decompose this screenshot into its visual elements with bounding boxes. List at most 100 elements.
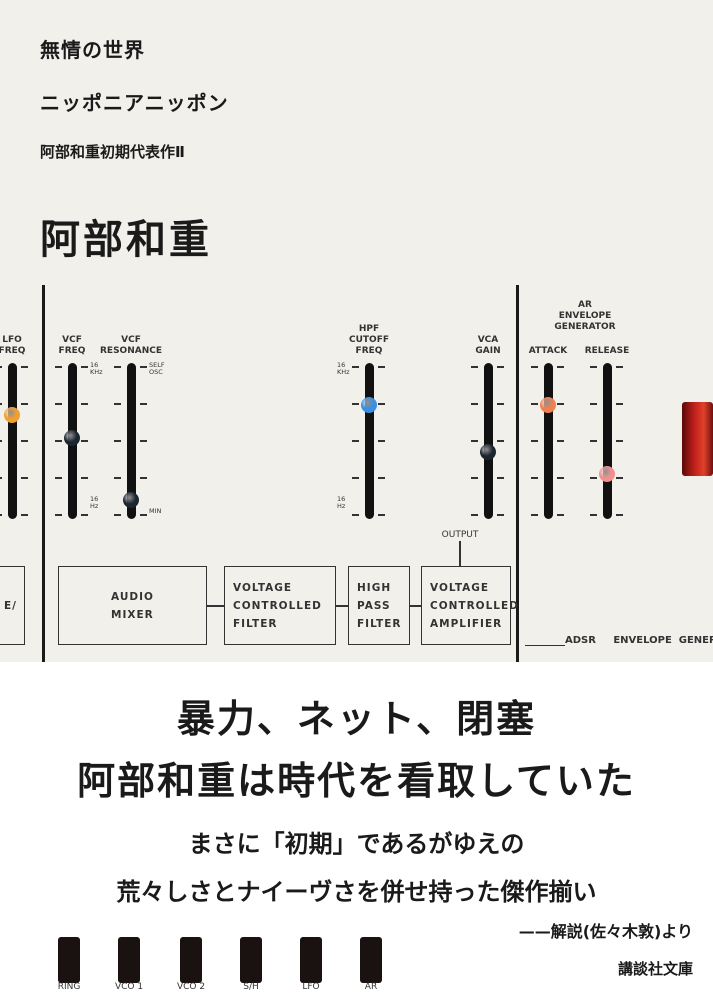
top-mark: 16 KHz — [337, 361, 350, 376]
slider-label: VCA GAIN — [475, 335, 501, 356]
tick-mark — [81, 477, 88, 479]
tick-mark — [557, 477, 564, 479]
toggle-switch[interactable] — [118, 937, 140, 983]
switch-label: VCO 1 — [114, 982, 144, 992]
tick-mark — [497, 366, 504, 368]
slider-label: HPF CUTOFF FREQ — [349, 324, 389, 356]
tick-mark — [497, 477, 504, 479]
tick-mark — [531, 366, 538, 368]
tick-mark — [0, 477, 2, 479]
tick-mark — [616, 514, 623, 516]
bottom-mark: 16 Hz — [337, 495, 346, 510]
tick-mark — [114, 440, 121, 442]
tick-mark — [21, 440, 28, 442]
tick-mark — [81, 514, 88, 516]
tick-mark — [531, 477, 538, 479]
tick-mark — [378, 366, 385, 368]
tick-mark — [0, 366, 2, 368]
block-box: E/ — [0, 566, 25, 645]
slider-knob[interactable] — [4, 407, 20, 424]
output-label: OUTPUT — [441, 530, 479, 540]
tick-mark — [497, 440, 504, 442]
tick-mark — [0, 514, 2, 516]
tick-mark — [616, 477, 623, 479]
bottom-mark: MIN — [149, 507, 162, 515]
tick-mark — [471, 514, 478, 516]
tick-mark — [140, 403, 147, 405]
top-mark: SELF OSC — [149, 361, 165, 376]
tick-mark — [0, 440, 2, 442]
toggle-switch[interactable] — [360, 937, 382, 983]
headline-1: 暴力、ネット、閉塞 — [176, 697, 537, 741]
tick-mark — [352, 477, 359, 479]
tick-mark — [531, 514, 538, 516]
tick-mark — [471, 440, 478, 442]
slider-knob[interactable] — [123, 492, 139, 509]
tick-mark — [21, 366, 28, 368]
tick-mark — [590, 440, 597, 442]
block-box: VOLTAGE CONTROLLED FILTER — [224, 566, 336, 645]
switch-label: LFO — [302, 982, 320, 992]
tick-mark — [114, 514, 121, 516]
signal-arrow — [207, 605, 224, 607]
tick-mark — [114, 403, 121, 405]
publisher: 講談社文庫 — [617, 960, 693, 978]
tick-mark — [471, 477, 478, 479]
tick-mark — [531, 403, 538, 405]
tick-mark — [497, 514, 504, 516]
tick-mark — [497, 403, 504, 405]
switch-label: RING — [57, 982, 81, 992]
slider-track — [365, 363, 374, 519]
blurb-1: まさに「初期」であるがゆえの — [188, 830, 525, 858]
toggle-switch[interactable] — [300, 937, 322, 983]
toggle-switch[interactable] — [58, 937, 80, 983]
tick-mark — [21, 514, 28, 516]
tick-mark — [616, 366, 623, 368]
slider-knob[interactable] — [480, 443, 496, 460]
tick-mark — [590, 514, 597, 516]
tick-mark — [0, 403, 2, 405]
tick-mark — [471, 366, 478, 368]
tick-mark — [352, 514, 359, 516]
slider-track — [484, 363, 493, 519]
headline-2: 阿部和重は時代を看取していた — [77, 759, 636, 803]
tick-mark — [140, 514, 147, 516]
series-title-1: 無情の世界 — [40, 38, 145, 62]
slider-label: LFO FREQ — [0, 335, 26, 356]
block-box: HIGH PASS FILTER — [348, 566, 410, 645]
slider-knob[interactable] — [64, 429, 80, 446]
slider-label: ATTACK — [528, 346, 568, 356]
tick-mark — [471, 403, 478, 405]
tick-mark — [81, 440, 88, 442]
tick-mark — [55, 477, 62, 479]
tick-mark — [140, 366, 147, 368]
slider-knob[interactable] — [540, 396, 556, 413]
blurb-2: 荒々しさとナイーヴさを併せ持った傑作揃い — [116, 878, 597, 906]
slider-track — [603, 363, 612, 519]
tick-mark — [378, 440, 385, 442]
tick-mark — [590, 403, 597, 405]
slider-knob[interactable] — [361, 396, 377, 413]
adsr-label: ADSR ENVELOPE GENERATOR — [565, 635, 713, 646]
red-power-switch[interactable] — [682, 402, 713, 476]
slider-knob[interactable] — [599, 466, 615, 483]
tick-mark — [590, 477, 597, 479]
tick-mark — [352, 403, 359, 405]
toggle-switch[interactable] — [180, 937, 202, 983]
top-mark: 16 KHz — [90, 361, 103, 376]
slider-label: VCF RESONANCE — [100, 335, 162, 356]
tick-mark — [21, 477, 28, 479]
tick-mark — [557, 366, 564, 368]
tick-mark — [81, 403, 88, 405]
subtitle: 阿部和重初期代表作Ⅱ — [40, 143, 185, 161]
slider-track — [544, 363, 553, 519]
tick-mark — [55, 440, 62, 442]
block-box: VOLTAGE CONTROLLED AMPLIFIER — [421, 566, 518, 645]
tick-mark — [21, 403, 28, 405]
signal-arrow — [410, 605, 421, 607]
tick-mark — [378, 514, 385, 516]
tick-mark — [352, 440, 359, 442]
toggle-switch[interactable] — [240, 937, 262, 983]
slider-label: RELEASE — [584, 346, 630, 356]
ar-envelope-title: AR ENVELOPE GENERATOR — [554, 300, 616, 332]
